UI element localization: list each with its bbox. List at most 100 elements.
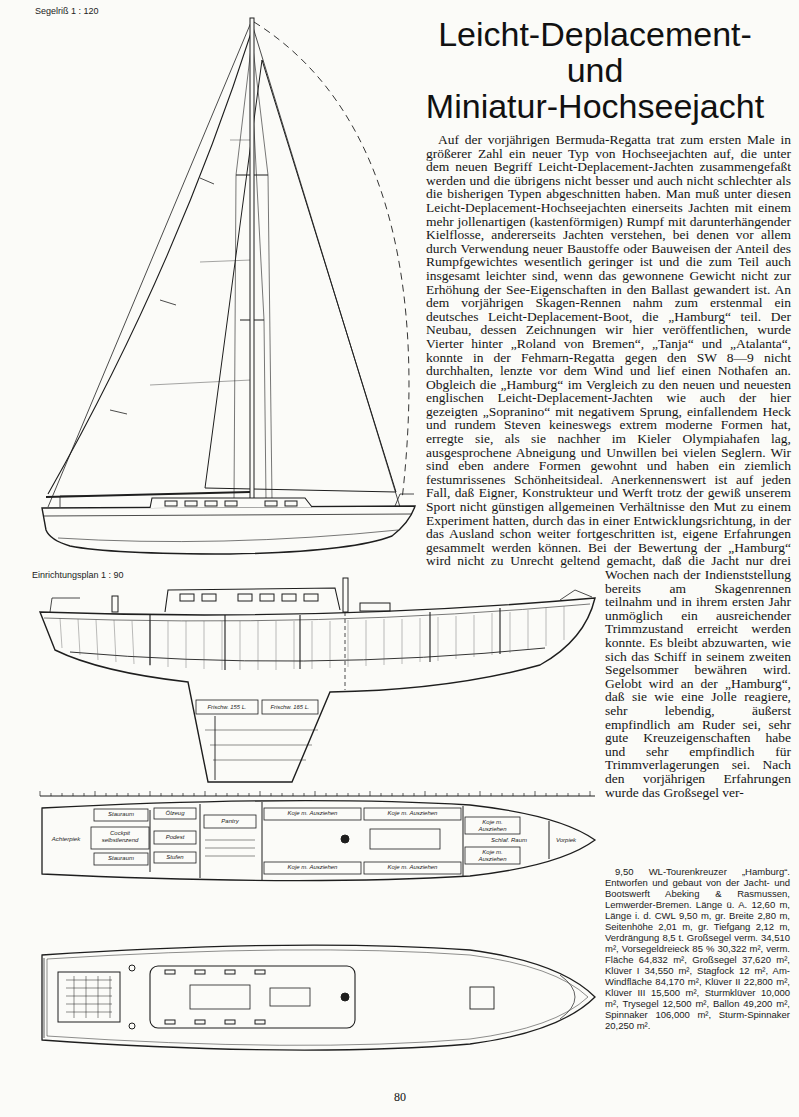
deck-plan — [225, 1020, 235, 1024]
accommodation-plan — [94, 853, 148, 865]
room-label: Schlaf. Raum — [471, 837, 547, 844]
deck-plan — [255, 1020, 265, 1024]
accommodation-profile — [345, 612, 346, 690]
scale-ruler — [95, 791, 96, 796]
scale-note: Einrichtungsplan 1 : 90 — [32, 570, 192, 581]
scale-ruler — [304, 793, 305, 796]
scale-ruler — [51, 793, 52, 796]
accommodation-profile — [40, 598, 595, 782]
deck-plan — [129, 965, 135, 971]
accommodation-plan — [364, 862, 461, 874]
deck-plan — [150, 966, 355, 1028]
accommodation-profile — [112, 596, 118, 612]
scale-ruler — [40, 791, 595, 796]
accommodation-plan — [154, 808, 196, 819]
scale-ruler — [73, 793, 74, 796]
accommodation-plan — [204, 815, 256, 828]
scale-ruler — [326, 793, 327, 796]
article-column: Auf der vorjährigen Bermuda-Regatta trat… — [425, 133, 791, 1018]
sail-plan — [252, 24, 400, 507]
scale-ruler — [139, 793, 140, 796]
scale-ruler — [579, 793, 580, 796]
accommodation-profile — [215, 716, 216, 780]
sail-plan — [250, 18, 254, 500]
scale-ruler — [458, 793, 459, 796]
scale-ruler — [436, 793, 437, 796]
scale-ruler — [414, 793, 415, 796]
room-label: Koje m. Ausziehen — [366, 810, 459, 817]
scale-ruler — [260, 791, 261, 796]
room-label: Stauraum — [96, 811, 146, 818]
deck-plan — [270, 988, 310, 1006]
accommodation-profile — [282, 594, 296, 601]
room-label: Stauraum — [96, 855, 146, 862]
scale-ruler — [238, 793, 239, 796]
accommodation-plan — [94, 809, 148, 821]
sail-plan — [48, 20, 252, 507]
accommodation-profile — [262, 700, 318, 714]
accommodation-plan — [264, 808, 361, 820]
deck-plan — [255, 970, 265, 974]
deck-plan — [42, 945, 595, 1050]
deck-plan — [195, 1020, 205, 1024]
drawing-caption: 9,50 WL-Tourenkreuzer „Hamburg“. Entworf… — [605, 866, 790, 1031]
scale-ruler — [546, 793, 547, 796]
scale-ruler — [315, 791, 316, 796]
room-label: Podest — [156, 834, 194, 841]
room-label: Koje m. Ausziehen — [470, 849, 515, 863]
deck-plan — [47, 950, 588, 1045]
accommodation-plan — [154, 831, 196, 844]
scale-ruler — [425, 791, 426, 796]
page-title: Leicht-Deplacement- und Miniatur-Hochsee… — [405, 16, 785, 124]
accommodation-profile — [304, 594, 318, 601]
tank-label: Frischw. 165 L. — [264, 704, 316, 711]
sail-plan — [205, 501, 217, 506]
room-label: Stufen — [156, 854, 194, 861]
room-label: Cockpit selbstlenzend — [93, 830, 147, 844]
deck-plan — [129, 1023, 135, 1029]
accommodation-plan — [154, 852, 196, 863]
sail-plan — [265, 501, 277, 506]
accommodation-plan — [370, 829, 440, 849]
scale-ruler — [271, 793, 272, 796]
room-label: Achterpiek — [45, 836, 87, 843]
accommodation-plan — [150, 802, 549, 880]
scale-ruler — [513, 793, 514, 796]
scale-ruler — [84, 793, 85, 796]
deck-plan — [66, 976, 112, 1018]
deck-plan — [42, 945, 595, 1050]
accommodation-profile — [260, 594, 274, 601]
accommodation-profile — [202, 594, 216, 601]
deck-plan — [165, 1020, 175, 1024]
accommodation-profile — [196, 700, 258, 714]
scale-ruler — [359, 793, 360, 796]
accommodation-plan — [364, 808, 461, 820]
scale-ruler — [150, 791, 151, 796]
scale-ruler — [403, 793, 404, 796]
scale-ruler — [524, 793, 525, 796]
accommodation-profile — [70, 648, 545, 661]
sail-plan — [150, 498, 312, 508]
scale-ruler — [194, 793, 195, 796]
sail-plan — [225, 501, 237, 506]
scale-ruler — [62, 793, 63, 796]
scale-ruler — [172, 793, 173, 796]
accommodation-profile — [205, 730, 318, 760]
scale-ruler — [183, 793, 184, 796]
scale-ruler — [205, 791, 206, 796]
deck-plan — [225, 970, 235, 974]
scale-ruler — [128, 793, 129, 796]
room-label: Ölzeug — [156, 810, 194, 817]
scale-ruler — [249, 793, 250, 796]
scale-ruler — [40, 791, 41, 796]
accommodation-profile — [343, 578, 348, 612]
accommodation-profile — [165, 588, 340, 612]
room-label: Koje m. Ausziehen — [470, 819, 515, 833]
sail-plan — [44, 514, 412, 516]
scale-ruler — [469, 793, 470, 796]
accommodation-profile — [60, 606, 564, 670]
sail-plan — [205, 60, 396, 492]
sail-plan — [254, 22, 409, 500]
